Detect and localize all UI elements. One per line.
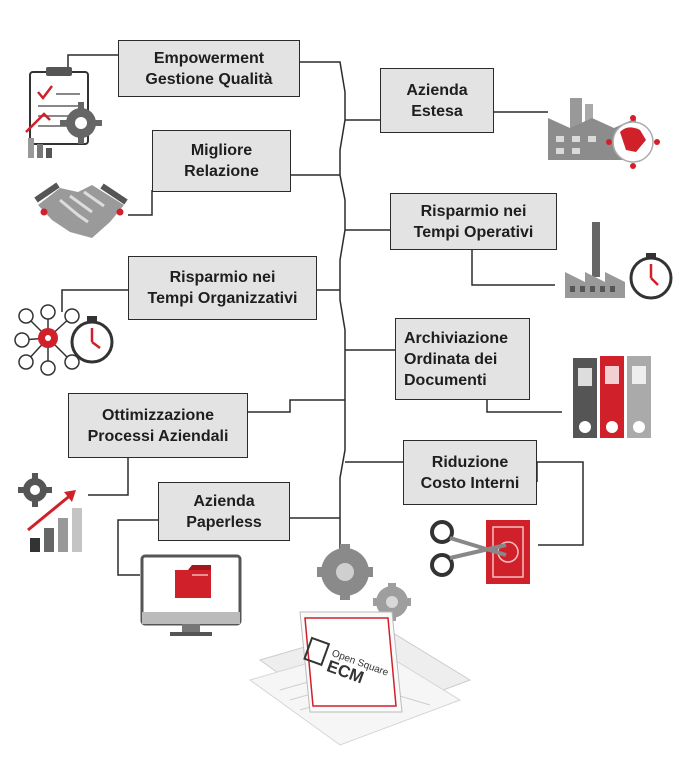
box-risparmio-tempi-organizzativi: Risparmio nei Tempi Organizzativi: [128, 256, 317, 320]
box-migliore-relazione-line1: Migliore: [190, 142, 253, 159]
box-risparmio-operativi-line1: Risparmio nei: [420, 202, 527, 220]
box-archiviazione-line2: Ordinata dei: [404, 350, 498, 368]
box-risparmio-organizzativi-line2: Tempi Organizzativi: [147, 290, 298, 307]
box-riduzione-line2: Costo Interni: [420, 474, 520, 492]
network-stopwatch-icon: [14, 304, 114, 376]
box-azienda-paperless: Azienda Paperless: [158, 482, 290, 541]
factory-globe-icon: [548, 98, 660, 169]
box-migliore-relazione: Migliore Relazione: [152, 130, 291, 192]
box-ottimizzazione-line2: Processi Aziendali: [87, 427, 229, 445]
box-empowerment-line2: Gestione Qualità: [145, 70, 273, 88]
box-ottimizzazione-processi-aziendali: Ottimizzazione Processi Aziendali: [68, 393, 248, 458]
box-risparmio-organizzativi-line1: Risparmio nei: [169, 269, 276, 286]
quality-checklist-gear-icon: [25, 67, 102, 158]
box-risparmio-tempi-operativi: Risparmio nei Tempi Operativi: [390, 193, 557, 250]
box-riduzione-line1: Riduzione: [431, 453, 509, 471]
factory-stopwatch-icon: [565, 222, 673, 300]
box-empowerment-gestione-qualita: Empowerment Gestione Qualità: [118, 40, 300, 97]
box-azienda-estesa-line1: Azienda: [406, 81, 468, 99]
box-riduzione-costo-interni: Riduzione Costo Interni: [403, 440, 537, 505]
box-migliore-relazione-line2: Relazione: [184, 163, 259, 180]
box-azienda-estesa-line2: Estesa: [411, 102, 463, 120]
handshake-icon: [34, 182, 128, 238]
binders-icon: [573, 356, 651, 438]
ecm-gears-documents-icon: Open Square ECM: [248, 544, 472, 746]
gear-growth-chart-icon: [18, 473, 82, 552]
box-ottimizzazione-line1: Ottimizzazione: [101, 406, 214, 424]
box-empowerment-line1: Empowerment: [153, 49, 265, 67]
box-archiviazione-ordinata-documenti: Archiviazione Ordinata dei Documenti: [395, 318, 530, 400]
box-archiviazione-line1: Archiviazione: [404, 329, 509, 347]
scissors-banknote-icon: [430, 520, 530, 584]
box-risparmio-operativi-line2: Tempi Operativi: [413, 223, 534, 241]
box-archiviazione-line3: Documenti: [404, 371, 487, 389]
box-azienda-estesa: Azienda Estesa: [380, 68, 494, 133]
box-paperless-line1: Azienda: [193, 492, 255, 510]
monitor-folder-icon: [140, 554, 242, 636]
box-paperless-line2: Paperless: [186, 513, 262, 531]
